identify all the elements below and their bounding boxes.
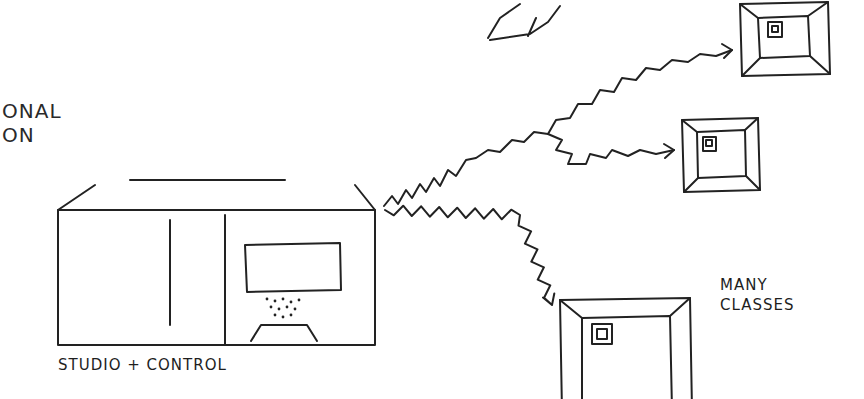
room-node: MANY CLASSES [552,270,822,399]
title-fragment: ONAL [2,100,62,122]
tower-sketch [488,4,560,40]
classroom-sketch [682,118,760,192]
arrow-head [664,144,674,158]
signal-wave [548,134,674,164]
classroom-sketch [740,2,830,76]
room-caption: MANY CLASSES [720,276,815,315]
studio-sketch [55,175,385,375]
signal-connector [385,206,554,305]
room-caption: STUDIO + CONTROL [58,356,258,376]
arrow-head [722,44,732,58]
classroom-sketch [552,270,822,399]
title-fragment: ON [2,124,35,146]
room-node: STUDIO + CONTROL [55,175,385,380]
signal-wave [384,50,732,206]
